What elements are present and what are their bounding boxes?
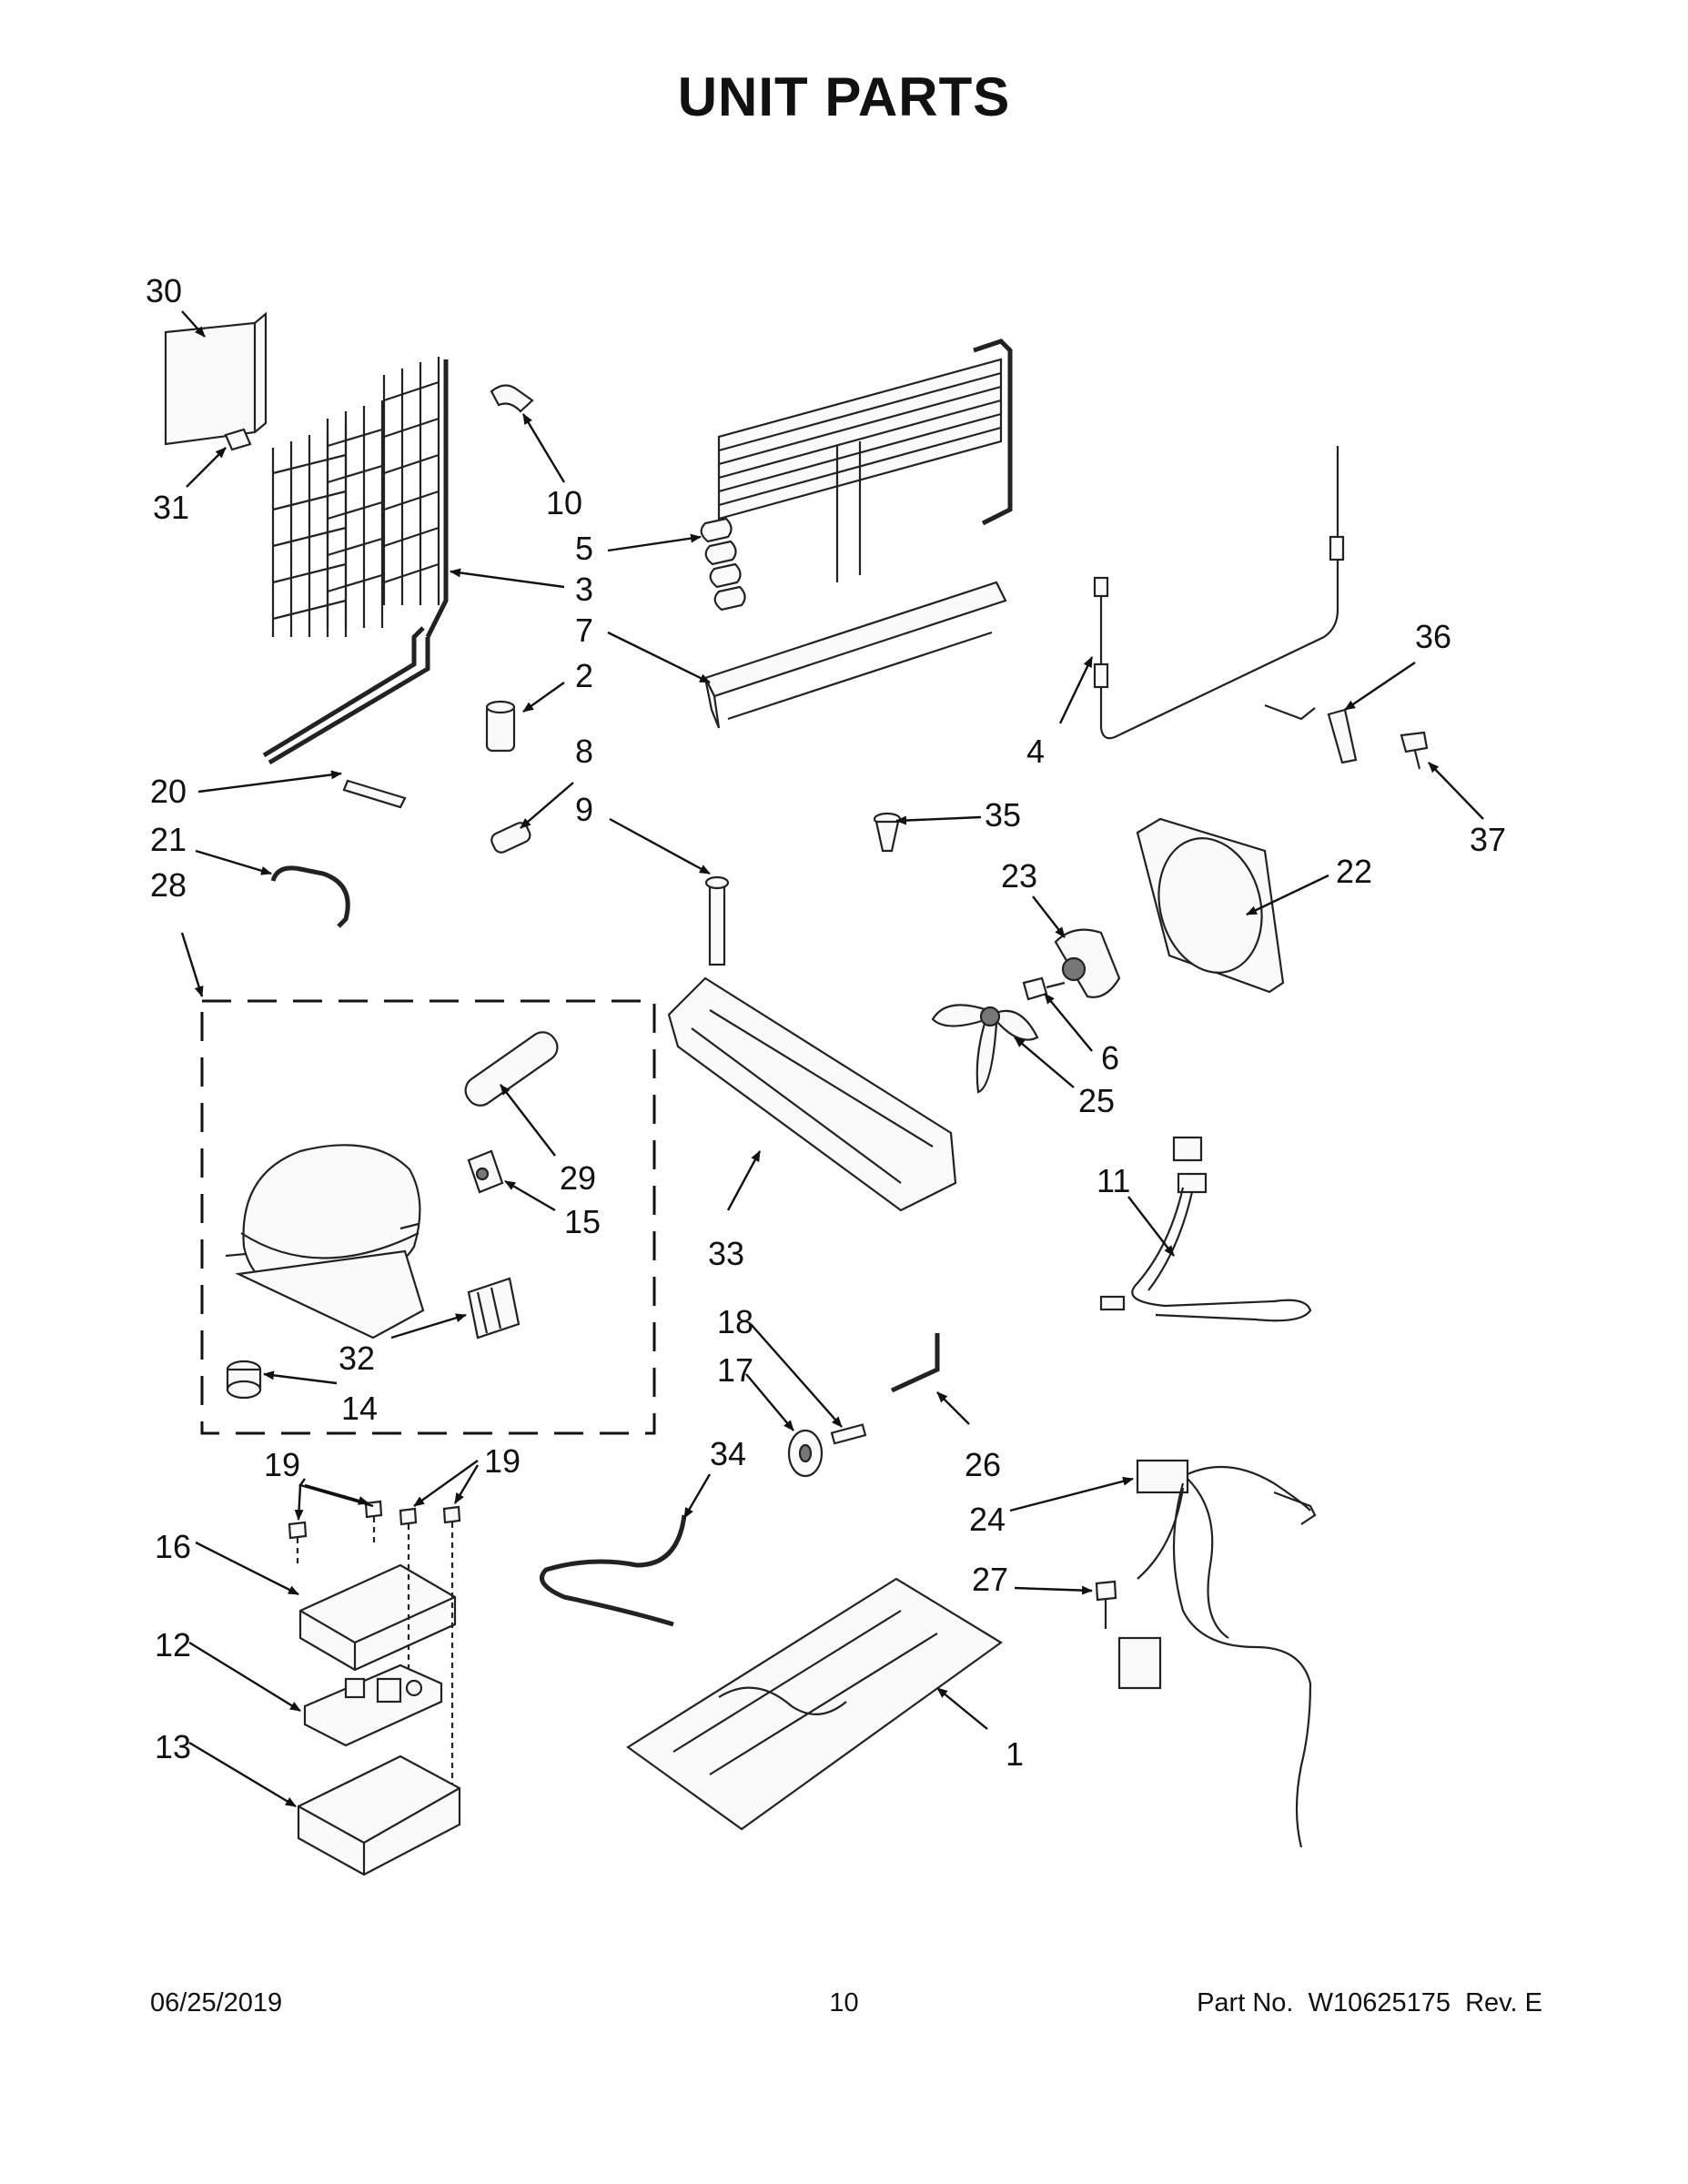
part-19-screws bbox=[288, 1500, 461, 1802]
part-22-fan-shroud bbox=[1136, 817, 1285, 994]
part-15-relay bbox=[467, 1149, 504, 1194]
part-number-label: Part No. bbox=[1197, 1988, 1294, 2017]
footer-date: 06/25/2019 bbox=[150, 1988, 283, 2017]
callout-37: 37 bbox=[1470, 821, 1506, 858]
part-11-wire-harness bbox=[1099, 1136, 1312, 1322]
callout-25: 25 bbox=[1078, 1082, 1115, 1119]
callout-22: 22 bbox=[1336, 853, 1372, 890]
part-17-roller bbox=[787, 1429, 824, 1478]
part-4-heater-wire bbox=[1093, 446, 1345, 740]
part-14-grommet bbox=[226, 1360, 262, 1400]
callout-3: 3 bbox=[575, 571, 593, 608]
callout-18: 18 bbox=[717, 1303, 753, 1340]
part-32-overload bbox=[467, 1277, 521, 1340]
callout-19a: 19 bbox=[264, 1446, 300, 1483]
callout-4: 4 bbox=[1026, 733, 1045, 770]
part-26-tube bbox=[890, 1333, 940, 1393]
part-number-value: W10625175 bbox=[1308, 1988, 1450, 2017]
callout-33: 33 bbox=[708, 1235, 744, 1272]
part-36-clip bbox=[1264, 703, 1358, 764]
page-title: UNIT PARTS bbox=[677, 66, 1011, 127]
part-2-capacitor bbox=[485, 700, 516, 753]
callout-27: 27 bbox=[972, 1561, 1008, 1598]
part-24-wire-harness bbox=[1117, 1459, 1317, 1848]
footer-page-number: 10 bbox=[829, 1988, 859, 2017]
leader-lines bbox=[180, 310, 1484, 1808]
part-1-base-plate bbox=[626, 1577, 1003, 1831]
callout-7: 7 bbox=[575, 612, 593, 649]
part-23-fan-motor bbox=[1054, 928, 1121, 998]
part-35-grommet bbox=[873, 812, 902, 853]
part-33-drain-tray bbox=[667, 976, 957, 1212]
part-29-drier bbox=[464, 1031, 559, 1107]
callout-31: 31 bbox=[153, 489, 189, 526]
part-16-control-cover bbox=[298, 1563, 457, 1672]
callout-32: 32 bbox=[339, 1340, 375, 1377]
callout-34: 34 bbox=[710, 1435, 746, 1472]
part-3-condenser bbox=[262, 357, 449, 765]
callout-16: 16 bbox=[155, 1528, 191, 1565]
callout-29: 29 bbox=[560, 1159, 596, 1197]
callout-13: 13 bbox=[155, 1728, 191, 1765]
callout-19b: 19 bbox=[484, 1442, 521, 1480]
callout-24: 24 bbox=[969, 1501, 1006, 1538]
part-28-compressor-group bbox=[200, 999, 656, 1435]
part-7-trough bbox=[703, 581, 1007, 729]
part-13-control-box bbox=[297, 1754, 461, 1876]
callout-30: 30 bbox=[146, 272, 182, 309]
callout-6: 6 bbox=[1101, 1039, 1119, 1077]
part-10-clip bbox=[490, 384, 534, 413]
part-9-drain-tube bbox=[704, 875, 730, 966]
callout-26: 26 bbox=[965, 1446, 1001, 1483]
footer-part-number: Part No. W10625175 Rev. E bbox=[1197, 1988, 1542, 2018]
part-5-evaporator bbox=[700, 339, 1013, 612]
part-31-clip bbox=[224, 428, 252, 451]
part-6-screw bbox=[1022, 976, 1066, 1001]
callout-9: 9 bbox=[575, 791, 593, 828]
part-compressor bbox=[225, 1144, 425, 1340]
callout-1: 1 bbox=[1006, 1735, 1024, 1773]
callout-23: 23 bbox=[1001, 857, 1037, 895]
part-34-hose bbox=[540, 1514, 687, 1627]
callout-20: 20 bbox=[150, 773, 187, 810]
callout-labels: 30 31 10 5 3 7 2 8 9 4 36 37 20 21 28 35… bbox=[146, 272, 1506, 1773]
callout-36: 36 bbox=[1415, 618, 1451, 655]
revision: Rev. E bbox=[1465, 1988, 1542, 2017]
callout-8: 8 bbox=[575, 733, 593, 770]
part-37-screw bbox=[1400, 731, 1429, 770]
part-20-strap bbox=[342, 779, 407, 809]
callout-11: 11 bbox=[1097, 1162, 1130, 1199]
callout-35: 35 bbox=[985, 796, 1021, 834]
callout-5: 5 bbox=[575, 530, 593, 567]
part-8-drier bbox=[490, 822, 531, 854]
callout-10: 10 bbox=[546, 484, 582, 521]
callout-12: 12 bbox=[155, 1626, 191, 1663]
callout-14: 14 bbox=[341, 1390, 378, 1427]
callout-2: 2 bbox=[575, 657, 593, 694]
callout-17: 17 bbox=[717, 1351, 753, 1389]
callout-15: 15 bbox=[564, 1203, 601, 1240]
part-27-screw bbox=[1095, 1580, 1117, 1629]
callout-28: 28 bbox=[150, 866, 187, 904]
part-12-control-board bbox=[303, 1663, 443, 1747]
part-30-bracket bbox=[164, 311, 268, 446]
part-21-tube bbox=[270, 865, 350, 928]
part-18-pin bbox=[830, 1423, 867, 1445]
callout-21: 21 bbox=[150, 821, 187, 858]
part-25-fan-blade bbox=[931, 1004, 1039, 1094]
